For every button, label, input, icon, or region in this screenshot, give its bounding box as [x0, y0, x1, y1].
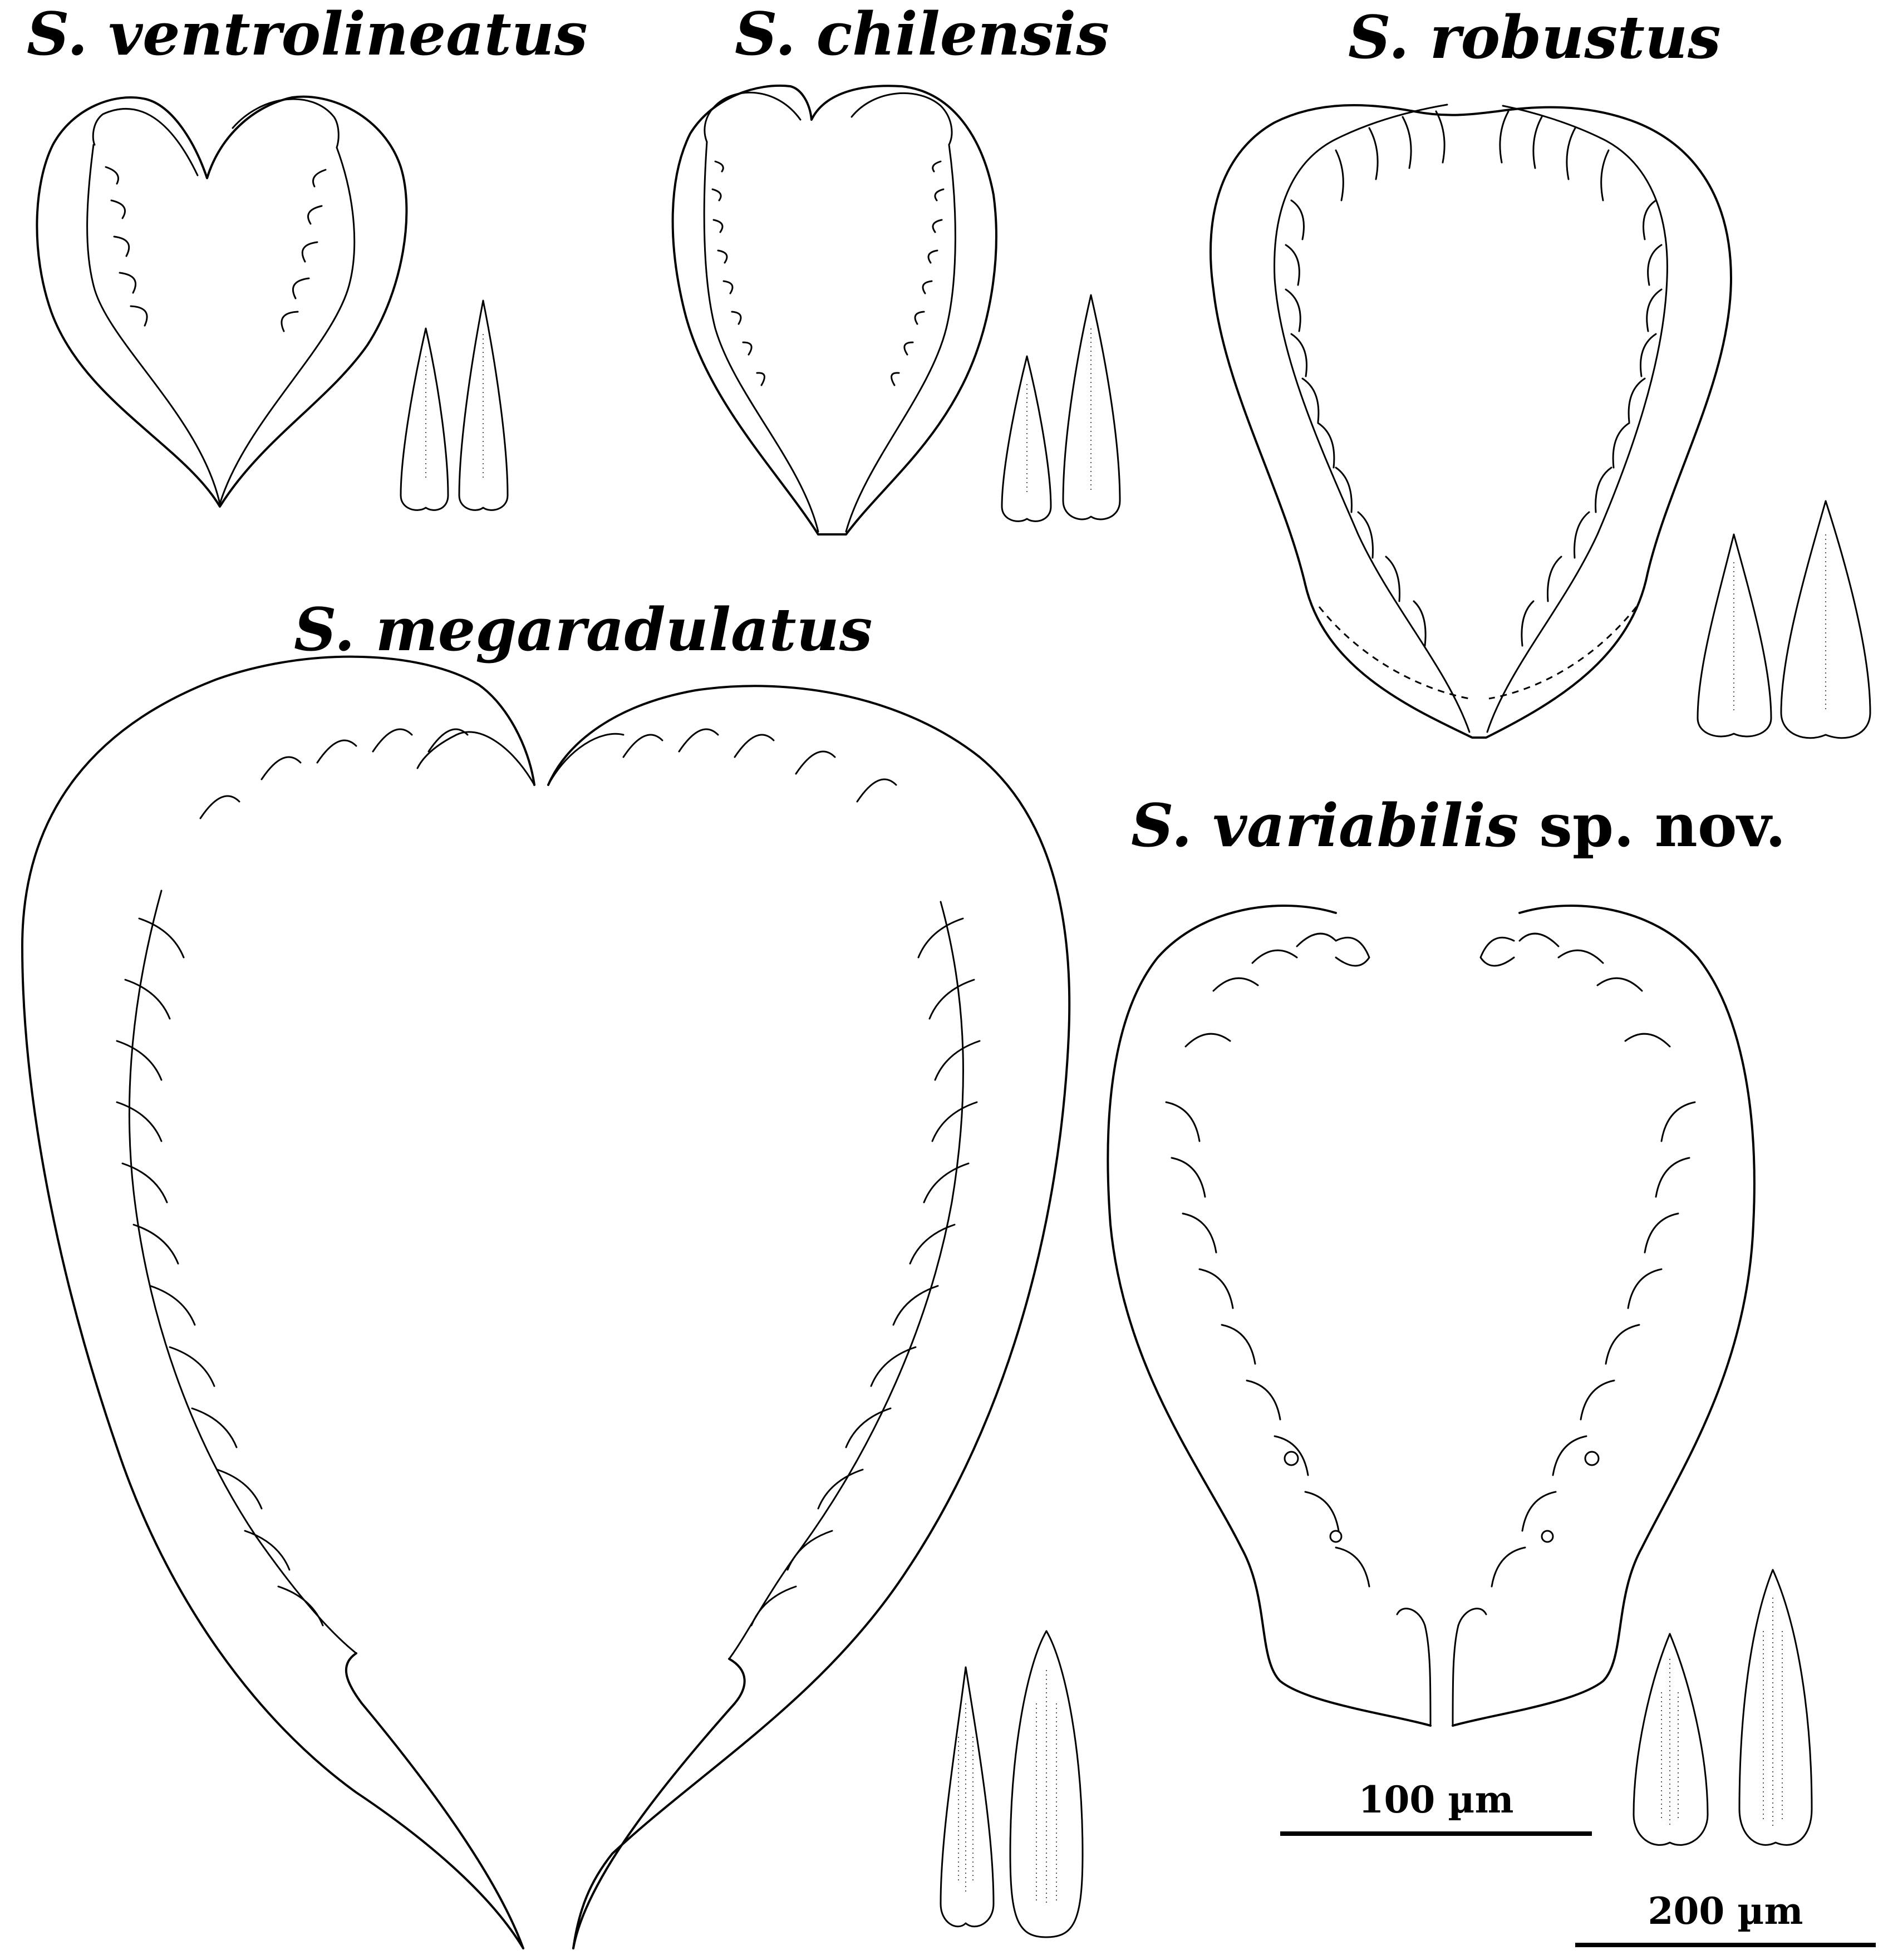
megaradulatus-hook-drawing: [21, 655, 1071, 1949]
chilensis-teeth: [1001, 294, 1121, 522]
robustus-hook-drawing: [1210, 104, 1732, 739]
scale-label-200: 200 µm: [1648, 1889, 1803, 1933]
chilensis-hook-drawing: [671, 85, 997, 536]
megaradulatus-teeth: [940, 1630, 1084, 1938]
scale-bar-100: [1280, 1831, 1592, 1836]
ventrolineatus-hook-drawing: [36, 95, 408, 508]
label-variabilis: S. variabilis sp. nov.: [1131, 790, 1786, 860]
scale-bar-200: [1575, 1943, 1876, 1947]
label-robustus: S. robustus: [1348, 2, 1721, 72]
variabilis-teeth: [1633, 1569, 1813, 1846]
label-megaradulatus: S. megaradulatus: [294, 595, 873, 664]
robustus-teeth: [1697, 500, 1871, 739]
label-ventrolineatus: S. ventrolineatus: [27, 0, 588, 68]
variabilis-hook-drawing: [1107, 905, 1756, 1727]
scale-label-100: 100 µm: [1358, 1778, 1514, 1821]
label-chilensis: S. chilensis: [735, 0, 1109, 68]
ventrolineatus-teeth: [400, 299, 509, 511]
